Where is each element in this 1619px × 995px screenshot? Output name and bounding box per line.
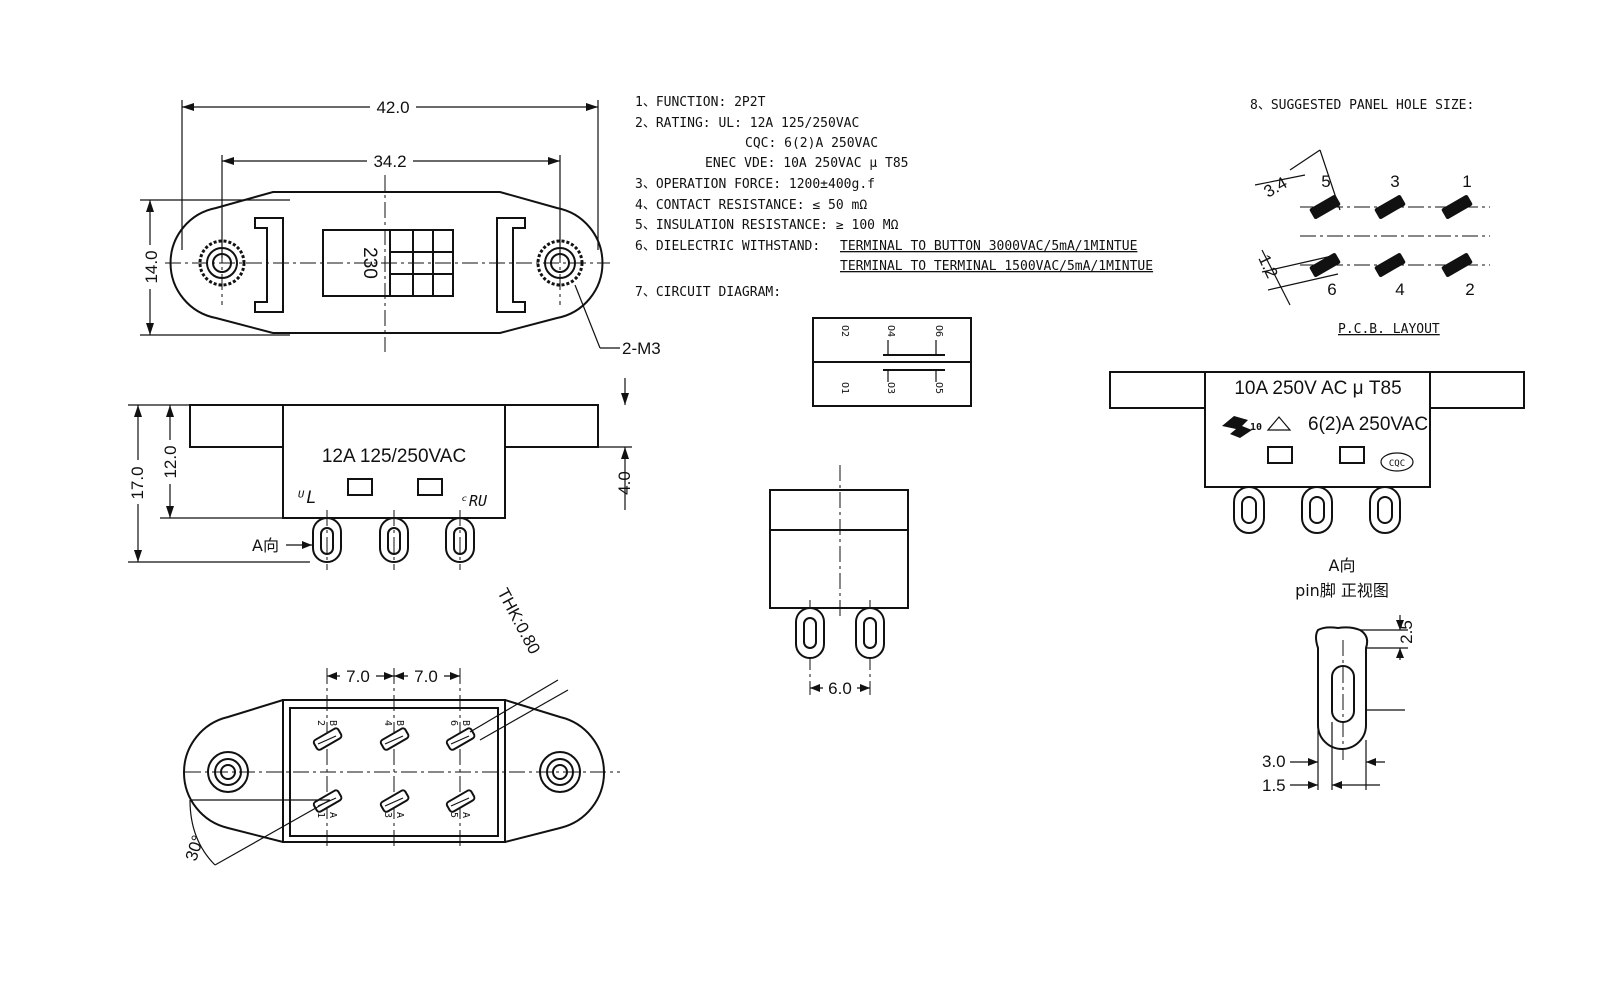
dim-flange-thickness: 4.0 (615, 471, 634, 495)
pin-view-caption: pin脚 正视图 (1295, 581, 1389, 600)
pin-number-1: 1 (315, 812, 326, 818)
dim-side-pitch: 6.0 (828, 679, 852, 698)
pcb-pin-5: 5 (1321, 172, 1330, 191)
pcb-pin-6: 6 (1327, 280, 1336, 299)
row-b-label: B (394, 720, 405, 726)
row-b-label: B (460, 720, 471, 726)
circuit-terminal-4: O4 (885, 325, 896, 337)
dim-overall-width: 42.0 (376, 98, 409, 117)
cqc-rating: 6(2)A 250VAC (1308, 414, 1428, 435)
screw-spec: 2-M3 (622, 339, 661, 358)
pin-dim-height: 2.5 (1397, 620, 1416, 644)
pin-dim-thickness: 1.5 (1262, 776, 1286, 795)
vde-logo (1266, 416, 1292, 431)
pcb-pin-4: 4 (1395, 280, 1404, 299)
pcb-pin-3: 3 (1390, 172, 1399, 191)
circuit-terminal-6: O6 (933, 325, 944, 337)
ul-logo: ᵁL (296, 488, 316, 508)
dim-pitch-1: 7.0 (346, 667, 370, 686)
screw-hole-right (536, 239, 584, 287)
pcb-pad-3 (1374, 195, 1406, 219)
thickness-label: THK:0.80 (493, 585, 543, 657)
pin-direction-label: A向 (1329, 556, 1356, 575)
spec-circuit-label: 7、CIRCUIT DIAGRAM: (635, 285, 781, 300)
pin-number-6: 6 (448, 720, 459, 726)
side-view: 6.0 (769, 465, 909, 698)
row-a-label: A (394, 812, 405, 818)
pcb-pin-1: 1 (1462, 172, 1471, 191)
cqc-badge (1380, 452, 1414, 472)
pin-number-3: 3 (382, 812, 393, 818)
spec-dielectric-2: TERMINAL TO TERMINAL 1500VAC/5mA/1MINTUE (840, 259, 1153, 274)
dim-body-height: 12.0 (161, 445, 180, 478)
circuit-diagram: O2 O4 O6 O1 O3 O5 (812, 317, 972, 407)
circuit-terminal-3: O3 (885, 382, 896, 394)
bottom-view: 2 B 4 B 6 B 1 A 3 A 5 A 7.0 7.0 THK:0.80… (182, 585, 620, 866)
mount-hole-right (539, 751, 581, 793)
flange-outline (169, 191, 604, 334)
pin-number-5: 5 (448, 812, 459, 818)
pin-number-4: 4 (382, 720, 393, 726)
spec-rating-enec: ENEC VDE: 10A 250VAC μ T85 (705, 156, 909, 171)
circuit-terminal-1: O1 (839, 382, 850, 394)
pcb-layout-title: P.C.B. LAYOUT (1338, 322, 1440, 337)
enec-logo (1222, 416, 1252, 438)
cqc-badge-text: CQC (1389, 459, 1405, 469)
spec-contact-resistance: 4、CONTACT RESISTANCE: ≤ 50 mΩ (635, 198, 867, 213)
top-view: 42.0 34.2 14.0 (140, 96, 661, 358)
clip-right (496, 217, 526, 313)
pcb-pad-6 (1309, 253, 1341, 277)
spec-function: 1、FUNCTION: 2P2T (635, 95, 766, 110)
spec-dielectric-1: TERMINAL TO BUTTON 3000VAC/5mA/1MINTUE (840, 239, 1137, 254)
pcb-pin-2: 2 (1465, 280, 1474, 299)
row-a-label: A (460, 812, 471, 818)
mount-hole-left (207, 751, 249, 793)
pcb-pad-5 (1309, 195, 1341, 219)
right-rating: 10A 250V AC μ T85 (1234, 378, 1401, 399)
cul-logo: ᶜRU (460, 492, 488, 510)
enec-number: 10 (1250, 422, 1262, 433)
dim-hole-spacing: 34.2 (373, 152, 406, 171)
pcb-pad-1 (1441, 195, 1473, 219)
pcb-dim-b: 1.2 (1254, 252, 1281, 281)
row-a-label: A (327, 812, 338, 818)
spec-operation-force: 3、OPERATION FORCE: 1200±400g.f (635, 177, 875, 192)
spec-rating-ul: 2、RATING: UL: 12A 125/250VAC (635, 116, 859, 131)
spec-rating-cqc: CQC: 6(2)A 250VAC (745, 136, 878, 151)
circuit-terminal-2: O2 (839, 325, 850, 337)
pin-dim-width: 3.0 (1262, 752, 1286, 771)
angle-label: 30° (182, 833, 208, 863)
spec-panel-hole: 8、SUGGESTED PANEL HOLE SIZE: (1250, 98, 1474, 113)
dim-total-height: 17.0 (128, 466, 147, 499)
spec-list: 1、FUNCTION: 2P2T 2、RATING: UL: 12A 125/2… (635, 95, 1474, 300)
right-front-view: 10A 250V AC μ T85 10 6(2)A 250VAC CQC (1109, 371, 1525, 534)
clip-left (254, 217, 284, 313)
pin-front-view: A向 pin脚 正视图 2.5 3.0 1.5 (1262, 556, 1416, 795)
pcb-layout: 5 3 1 6 4 2 3.4 1.2 P.C.B. LAYOUT (1254, 149, 1490, 337)
switch-body (282, 404, 506, 519)
pcb-dim-a: 3.4 (1261, 173, 1291, 201)
dim-height: 14.0 (142, 250, 161, 283)
voltage-label: 230 (359, 247, 380, 279)
spec-insulation-resistance: 5、INSULATION RESISTANCE: ≥ 100 MΩ (635, 218, 899, 233)
dim-pitch-2: 7.0 (414, 667, 438, 686)
pin-outline (1315, 626, 1369, 750)
pin-row-top (312, 727, 476, 751)
screw-hole-left (198, 239, 246, 287)
spec-dielectric-label: 6、DIELECTRIC WITHSTAND: (635, 239, 820, 254)
row-b-label: B (327, 720, 338, 726)
pin-number-2: 2 (315, 720, 326, 726)
front-view: 12A 125/250VAC ᵁL ᶜRU A向 17.0 12.0 (127, 378, 634, 570)
switch-actuator (322, 229, 454, 297)
circuit-terminal-5: O5 (933, 382, 944, 394)
direction-a-label: A向 (252, 536, 279, 555)
front-rating: 12A 125/250VAC (322, 446, 466, 467)
